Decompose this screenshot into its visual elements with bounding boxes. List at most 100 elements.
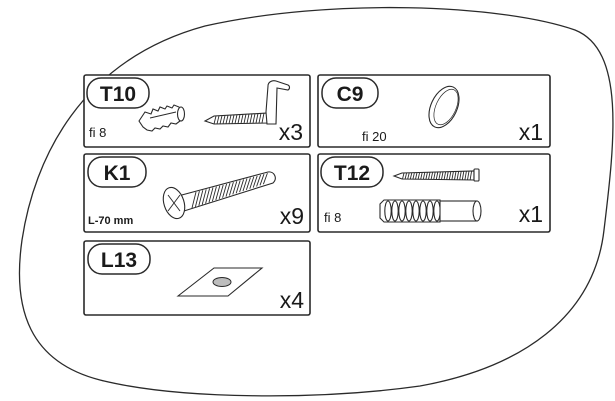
thread-line <box>201 189 207 205</box>
thread-line <box>415 172 418 180</box>
thread-line <box>246 113 250 124</box>
thread-line <box>435 171 439 180</box>
thread-line <box>441 171 444 180</box>
wall-plug-icon <box>138 104 186 132</box>
thread-line <box>456 171 460 180</box>
thread-line <box>219 115 223 124</box>
thread-line <box>425 172 428 180</box>
part-quantity: x1 <box>519 201 543 227</box>
part-spec: L-70 mm <box>88 215 133 227</box>
plug-rib <box>384 200 392 222</box>
thread-line <box>454 171 457 180</box>
thread-line <box>234 114 238 124</box>
code-badge <box>87 156 147 188</box>
thread-line <box>412 172 415 180</box>
thread-line <box>237 114 241 124</box>
part-code: T12 <box>334 162 370 185</box>
code-badge <box>320 156 384 188</box>
thread-line <box>191 191 197 209</box>
part-panel-t12: T12 fi 8 x1 <box>317 153 551 233</box>
long-wall-plug-icon <box>379 199 482 223</box>
thread-line <box>208 187 214 203</box>
part-code: K1 <box>104 162 131 185</box>
thread-line <box>211 186 217 202</box>
thread-line <box>459 171 462 180</box>
thread-line <box>228 182 234 196</box>
thread-line <box>422 172 426 180</box>
code-badge <box>87 243 151 275</box>
part-panel-t10: T10 fi 8 x3 <box>83 74 311 148</box>
thread-line <box>240 114 244 124</box>
thread-line <box>417 172 421 180</box>
cover-cap-icon <box>428 85 460 129</box>
thread-line <box>239 179 245 193</box>
plug-rib <box>426 200 434 222</box>
part-quantity: x3 <box>279 119 303 145</box>
thread-line <box>235 180 241 194</box>
plug-rib <box>433 200 441 222</box>
thread-line <box>228 114 232 124</box>
thread-line <box>225 182 231 197</box>
thread-line <box>205 188 211 204</box>
thread-line <box>242 178 248 192</box>
part-spec: fi 8 <box>324 210 341 225</box>
part-spec: fi 20 <box>362 129 387 144</box>
thread-line <box>256 174 262 187</box>
thread-line <box>469 170 473 181</box>
thread-line <box>215 185 221 201</box>
part-code: L13 <box>101 249 137 272</box>
part-code: C9 <box>337 83 364 106</box>
thread-line <box>252 175 258 188</box>
part-panel-k1: K1 L-70 mm x9 <box>83 153 311 233</box>
thread-line <box>231 114 235 124</box>
thread-line <box>218 184 224 200</box>
long-screw-icon <box>392 168 480 182</box>
plug-rib <box>391 200 399 222</box>
thread-line <box>222 115 226 124</box>
thread-line <box>249 176 255 189</box>
plug-rib <box>419 200 427 222</box>
thread-line <box>430 172 434 180</box>
thread-line <box>213 115 217 125</box>
thread-line <box>461 171 465 180</box>
thread-line <box>198 190 204 206</box>
thread-line <box>464 171 467 180</box>
part-panel-l13: L13 x4 <box>83 240 311 316</box>
washer-plate-icon <box>176 267 264 297</box>
thread-line <box>448 171 452 180</box>
thread-line <box>404 172 408 180</box>
code-badge <box>321 77 379 109</box>
thread-line <box>407 172 410 180</box>
thread-line <box>245 177 251 191</box>
thread-line <box>261 112 265 124</box>
thread-line <box>451 171 454 180</box>
thread-line <box>255 113 259 124</box>
blob-outline <box>18 6 614 397</box>
code-badge <box>86 77 150 109</box>
thread-line <box>259 173 265 186</box>
thread-line <box>194 190 200 207</box>
part-quantity: x1 <box>519 119 543 145</box>
thread-line <box>225 115 229 124</box>
part-spec: fi 8 <box>89 125 106 140</box>
part-code: T10 <box>100 83 136 106</box>
thread-line <box>433 171 436 180</box>
part-quantity: x9 <box>280 203 304 229</box>
thread-line <box>443 171 447 180</box>
thread-line <box>438 171 441 180</box>
thread-line <box>420 172 423 180</box>
thread-line <box>446 171 449 180</box>
thread-line <box>262 173 268 185</box>
frame-anchor-screw-icon <box>162 171 276 220</box>
thread-line <box>249 113 253 124</box>
thread-line <box>252 113 256 124</box>
thread-line <box>216 115 220 125</box>
thread-line <box>232 181 238 195</box>
thread-line <box>428 172 431 180</box>
thread-line <box>402 172 405 180</box>
plug-rib <box>412 200 420 222</box>
thread-line <box>222 183 228 198</box>
plug-rib <box>405 200 413 222</box>
part-quantity: x4 <box>280 287 305 313</box>
